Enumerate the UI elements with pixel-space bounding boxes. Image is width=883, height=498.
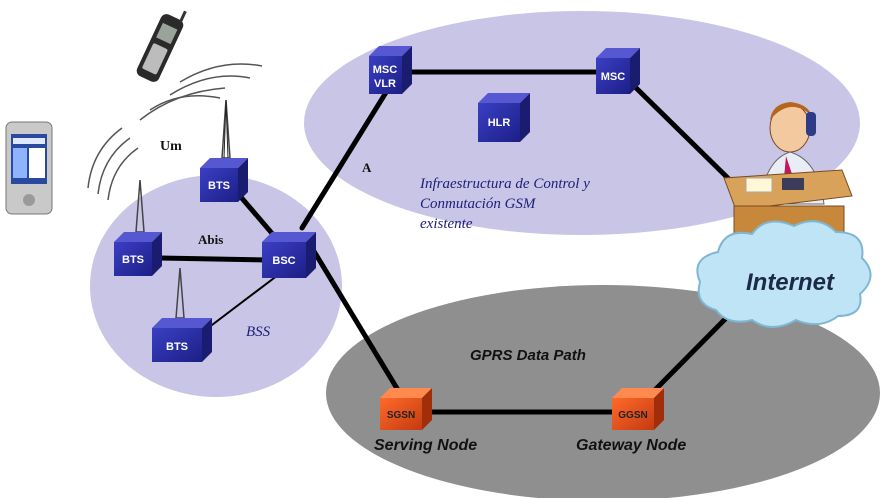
gsm-core-label-2: Conmutación GSM xyxy=(420,196,537,212)
bss-ellipse xyxy=(90,175,342,397)
links xyxy=(157,69,747,415)
gateway-node-label: Gateway Node xyxy=(576,437,686,454)
gprs-ellipse xyxy=(326,285,880,498)
bsc-label: BSC xyxy=(272,255,295,267)
mobile-phone-icon xyxy=(136,10,187,82)
link-bsc-mscvlr xyxy=(299,83,393,231)
msc-vlr-label-1: MSC xyxy=(373,64,398,76)
bts-left-label: BTS xyxy=(122,254,144,266)
link-bts-bottom-bsc xyxy=(207,271,283,329)
a-interface-label: A xyxy=(362,160,372,175)
bts-top-label: BTS xyxy=(208,180,230,192)
serving-node-label: Serving Node xyxy=(374,437,477,454)
link-msc-pstn xyxy=(625,77,739,189)
msc-vlr-label-2: VLR xyxy=(374,78,396,90)
msc-label: MSC xyxy=(601,71,626,83)
gsm-core-ellipse xyxy=(304,11,860,235)
bts-bottom-label: BTS xyxy=(166,341,188,353)
internet-label: Internet xyxy=(746,269,835,296)
sgsn-label: SGSN xyxy=(387,410,415,421)
ggsn-node: GGSN xyxy=(612,388,664,430)
gprs-path-label: GPRS Data Path xyxy=(470,347,586,364)
radio-wave-icon xyxy=(87,63,263,201)
abis-interface-label: Abis xyxy=(198,232,223,247)
link-bts-bsc-abis xyxy=(157,255,273,263)
bts-bottom-node: BTS xyxy=(152,267,212,362)
bsc-node: BSC xyxy=(262,232,316,278)
hlr-node: HLR xyxy=(478,93,530,142)
sgsn-node: SGSN xyxy=(380,388,432,430)
msc-node: MSC xyxy=(596,48,640,94)
bts-top-node: BTS xyxy=(200,99,248,202)
internet-cloud-icon: Internet xyxy=(696,220,872,328)
um-interface-label: Um xyxy=(160,139,182,154)
gsm-core-label-3: existente xyxy=(420,216,473,232)
link-bsc-sgsn xyxy=(309,245,407,403)
msc-vlr-node: MSC VLR xyxy=(369,46,412,94)
pda-device-icon xyxy=(5,121,53,215)
gsm-core-label-1: Infraestructura de Control y xyxy=(419,176,590,192)
ggsn-label: GGSN xyxy=(618,410,647,421)
bss-label: BSS xyxy=(246,324,271,340)
bts-left-node: BTS xyxy=(114,179,162,276)
hlr-label: HLR xyxy=(488,117,511,129)
